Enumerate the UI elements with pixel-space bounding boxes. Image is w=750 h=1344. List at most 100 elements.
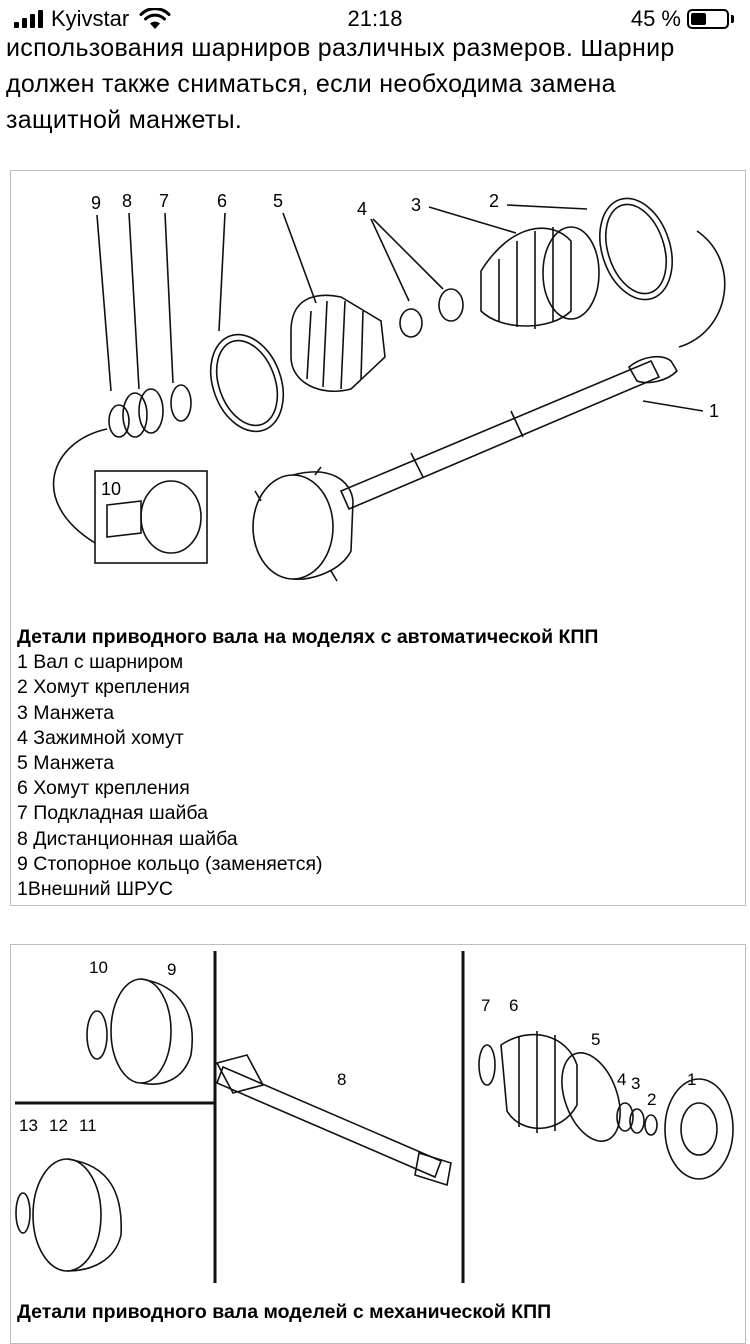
- circlip-7: [478, 1044, 496, 1086]
- leader-line: [164, 212, 174, 384]
- shaft-8-spline-right: [414, 1151, 452, 1187]
- status-left: Kyivstar: [14, 6, 171, 32]
- callout-9: 9: [91, 193, 101, 213]
- circlip-10: [86, 1010, 108, 1060]
- boot-3: [480, 227, 572, 327]
- part-item: 2 Хомут крепления: [17, 676, 190, 699]
- boot-3-mouth: [542, 226, 600, 320]
- callout-13: 13: [19, 1116, 38, 1135]
- intermediate-shaft-8: [215, 1065, 443, 1179]
- callout-5: 5: [591, 1030, 600, 1049]
- article-intro: использования шарниров различных размеро…: [6, 30, 746, 138]
- spacer-8-back: [122, 392, 148, 438]
- callout-8: 8: [337, 1070, 346, 1089]
- joint-10-spline: [106, 500, 142, 538]
- ring-2: [644, 1114, 658, 1136]
- callout-2: 2: [489, 191, 499, 211]
- leader-line: [370, 218, 444, 302]
- callout-3: 3: [631, 1074, 640, 1093]
- figure-automatic-driveshaft: 9 8 7 6 5 4 3 2 1 10: [10, 170, 746, 906]
- status-right: 45 %: [631, 6, 734, 32]
- callout-10: 10: [89, 958, 108, 977]
- exploded-diagram-automatic: 9 8 7 6 5 4 3 2 1 10: [52, 191, 726, 582]
- shaft-shoulders: [410, 410, 524, 478]
- battery-cap: [731, 15, 734, 23]
- callout-6: 6: [217, 191, 227, 211]
- part-item: 5 Манжета: [17, 752, 115, 775]
- callout-10: 10: [101, 479, 121, 499]
- shaft-8-spline-left: [215, 1054, 265, 1094]
- boot-3-ribs: [498, 227, 554, 329]
- return-arrow: [678, 230, 726, 348]
- clamp-5: [561, 1052, 621, 1142]
- joint-10: [140, 480, 202, 554]
- status-bar: Kyivstar 21:18 45 %: [0, 0, 750, 40]
- leader-line: [428, 206, 517, 234]
- intro-line: защитной манжеты.: [6, 106, 243, 134]
- caption-manual-title: Детали приводного вала моделей с механич…: [17, 1301, 552, 1323]
- battery-percent: 45 %: [630, 6, 681, 31]
- washer-7: [170, 384, 192, 422]
- joint-boot-9: [140, 978, 193, 1085]
- clamp-4b: [399, 308, 423, 338]
- part-item: 6 Хомут крепления: [17, 777, 190, 800]
- leader-line: [128, 212, 140, 390]
- leader-line: [218, 212, 226, 332]
- clamp-ring-6: [209, 333, 285, 433]
- boot-5: [290, 294, 386, 393]
- joint-flange-9: [110, 978, 172, 1084]
- ring-3: [629, 1108, 645, 1134]
- boot-6: [500, 1033, 578, 1130]
- carrier-name: Kyivstar: [51, 6, 130, 31]
- part-item: 9 Стопорное кольцо (заменяется): [17, 852, 323, 875]
- joint-housing-11: [66, 1158, 122, 1272]
- inset-frame-10: [94, 470, 208, 564]
- outer-joint-1: [664, 1078, 734, 1180]
- panel-dividers: [15, 951, 465, 1283]
- joint-12: [32, 1158, 102, 1272]
- outer-joint-body: [292, 471, 354, 581]
- part-item: 7 Подкладная шайба: [17, 802, 208, 825]
- callout-12: 12: [49, 1116, 68, 1135]
- callout-8: 8: [122, 191, 132, 211]
- part-item: 1Внешний ШРУС: [17, 878, 173, 901]
- clamp-4a: [438, 288, 464, 322]
- callout-2: 2: [647, 1090, 656, 1109]
- battery-fill: [691, 13, 706, 25]
- intro-line: должен также сниматься, если необходима …: [6, 70, 616, 98]
- outer-joint-housing: [252, 474, 334, 580]
- callout-4: 4: [617, 1070, 626, 1089]
- shaft-spline: [627, 355, 679, 384]
- leader-line: [506, 204, 588, 210]
- boot-5-ribs: [306, 300, 364, 390]
- caption-automatic: Детали приводного вала на моделях с авто…: [17, 625, 737, 902]
- circlip-9: [108, 404, 130, 438]
- callout-11: 11: [79, 1116, 97, 1135]
- joint-flange-lugs: [254, 466, 338, 582]
- clamp-ring-2: [599, 197, 673, 301]
- clock: 21:18: [347, 6, 403, 31]
- callout-9: 9: [167, 960, 176, 979]
- outer-joint-1-hub: [680, 1102, 718, 1156]
- clamp-ring-6-inner: [215, 339, 279, 427]
- part-item: 3 Манжета: [17, 701, 115, 724]
- ring-4: [616, 1102, 634, 1132]
- caption-title: Детали приводного вала на моделях с авто…: [17, 626, 599, 648]
- callout-7: 7: [159, 191, 169, 211]
- callout-3: 3: [411, 195, 421, 215]
- leader-line: [642, 400, 704, 412]
- figure-manual-driveshaft: 10 9 13 12 11 8 7 6 5 4 3 2 1 Детали: [10, 944, 746, 1344]
- return-arrow: [52, 428, 108, 544]
- shaft-1: [339, 359, 661, 511]
- callout-1: 1: [709, 401, 719, 421]
- part-item: 8 Дистанционная шайба: [17, 827, 238, 850]
- cellular-signal-icon: [14, 10, 43, 28]
- boot-6-ribs: [518, 1031, 556, 1133]
- clamp-ring-2-inner: [605, 203, 667, 295]
- leader-line: [96, 214, 112, 392]
- callout-6: 6: [509, 996, 518, 1015]
- part-item: 4 Зажимной хомут: [17, 726, 184, 749]
- exploded-diagram-manual: 10 9 13 12 11 8 7 6 5 4 3 2 1: [15, 951, 734, 1283]
- wifi-icon: [139, 8, 171, 29]
- part-item: 1 Вал с шарниром: [17, 651, 184, 674]
